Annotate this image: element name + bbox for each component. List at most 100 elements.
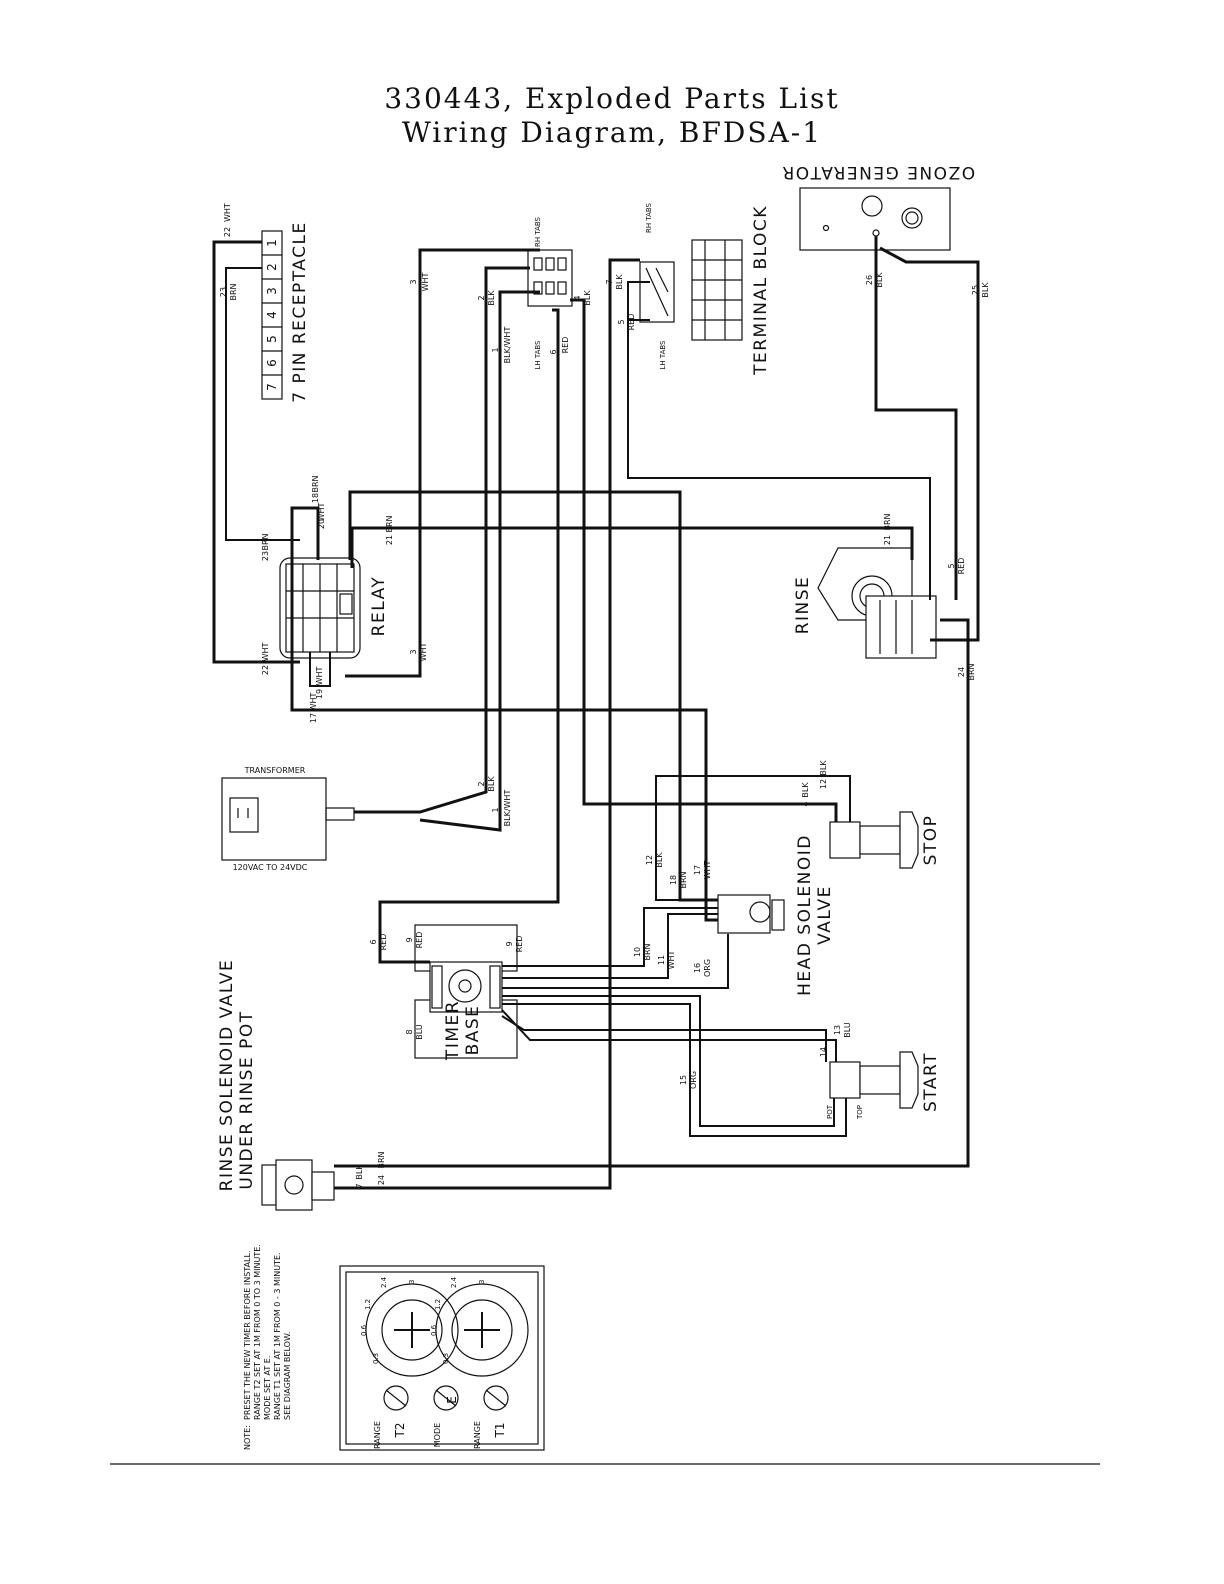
rinse-solenoid-label-1: RINSE SOLENOID VALVE xyxy=(217,959,237,1192)
wire-label-24: 24 xyxy=(957,667,966,677)
wire-color-23-relay: BRN xyxy=(261,533,270,550)
wire-label-16: 16 xyxy=(693,963,702,973)
note-heading: NOTE: xyxy=(243,1425,252,1450)
wire-color-6-timer: RED xyxy=(379,934,388,951)
wire-label-4-stop: 4 xyxy=(801,801,810,806)
note-line-3: MODE SET AT E. xyxy=(263,1356,272,1420)
wire-color-16: ORG xyxy=(703,959,712,977)
pin-3: 3 xyxy=(265,287,279,295)
mode-label: MODE xyxy=(433,1423,442,1447)
t1-tick-4: 3 xyxy=(478,1280,486,1284)
pin-6: 6 xyxy=(265,359,279,367)
rh-tabs-label-2: RH TABS xyxy=(645,202,653,233)
wire-label-2-xfmr: 2 xyxy=(477,781,486,786)
wire-color-9a: RED xyxy=(415,932,424,949)
wire-color-1-xfmr: BLK/WHT xyxy=(503,790,512,827)
wire-label-19: 19 xyxy=(315,689,324,699)
wire-label-7: 7 xyxy=(605,279,614,284)
wire-label-18-head: 18 xyxy=(669,875,678,885)
top-label: TOP xyxy=(856,1105,864,1120)
selector-knobs xyxy=(383,1385,509,1411)
rinse-label: RINSE xyxy=(793,576,813,635)
start-label: START xyxy=(921,1052,941,1112)
wire-label-1-xfmr: 1 xyxy=(491,807,500,812)
t2-tick-4: 3 xyxy=(408,1280,416,1284)
pin-5: 5 xyxy=(265,335,279,343)
dial-panel-inner xyxy=(345,1271,539,1445)
transformer-label: TRANSFORMER xyxy=(244,766,306,775)
note-line-5: SEE DIAGRAM BELOW. xyxy=(283,1332,292,1420)
transformer: TRANSFORMER 120VAC TO 24VDC xyxy=(221,766,355,872)
wire-label-23-relay: 23 xyxy=(261,551,270,561)
wire-color-23: BRN xyxy=(229,283,238,300)
t2-label: T2 xyxy=(393,1423,407,1439)
ozone-generator-label: OZONE GENERATOR xyxy=(781,162,975,182)
wire-color-5-rinse: RED xyxy=(957,558,966,575)
pot-label: POT xyxy=(826,1104,834,1119)
wire-label-18: 18 xyxy=(311,493,320,503)
wire-labels: 22 WHT 23 BRN 3 WHT 2 BLK 1 BLK/WHT 6 RE… xyxy=(219,203,990,1188)
range-t1-label: RANGE xyxy=(473,1421,482,1449)
receptacle-label: 7 PIN RECEPTACLE xyxy=(290,221,310,403)
wire-label-21: 21 xyxy=(385,535,394,545)
wire-color-9b: RED xyxy=(515,936,524,953)
timer-dial-panel: 0.3 0.6 1.2 2.4 3 0.3 0.6 1.2 2.4 3 R xyxy=(339,1265,545,1451)
wire-color-20: WHT xyxy=(317,502,326,521)
stop-label: STOP xyxy=(921,815,941,866)
t1-label: T1 xyxy=(493,1423,507,1439)
t2-tick-2: 1.2 xyxy=(364,1299,372,1310)
range-t2-label: RANGE xyxy=(373,1421,382,1449)
timer-label-1: TIMER xyxy=(443,1000,463,1061)
wire-color-7: BLK xyxy=(615,274,624,290)
note-line-2: RANGE T2 SET AT 1M FROM 0 TO 3 MINUTE. xyxy=(253,1244,262,1420)
wire-color-12: BLK xyxy=(655,852,664,868)
ozone-generator-knob xyxy=(861,195,883,217)
relay: RELAY xyxy=(279,557,389,659)
ozone-generator: OZONE GENERATOR xyxy=(781,162,975,251)
wire-color-8: BLU xyxy=(415,1024,424,1040)
note-line-4: RANGE T1 SET AT 1M FROM 0 - 3 MINUTE. xyxy=(273,1252,282,1420)
wire-label-15: 15 xyxy=(679,1075,688,1085)
wire-color-13: BLU xyxy=(843,1022,852,1038)
dial-t2: 0.3 0.6 1.2 2.4 3 xyxy=(360,1276,459,1377)
terminal-block-body xyxy=(691,239,743,341)
lh-tabs-label-2: LH TABS xyxy=(659,340,667,370)
diagram-title-line1: 330443, Exploded Parts List xyxy=(384,82,840,115)
head-solenoid-valve: HEAD SOLENOID VALVE xyxy=(717,834,835,996)
relay-tabs-top: RH TABS LH TABS xyxy=(527,216,573,370)
wire-label-17: 17 xyxy=(309,713,318,723)
t1-tick-2: 1.2 xyxy=(434,1299,442,1310)
wire-label-8: 8 xyxy=(405,1029,414,1034)
wire-label-11: 11 xyxy=(657,955,666,965)
wire-color-24: BRN xyxy=(967,663,976,680)
wire-color-21-rinse: BRN xyxy=(883,513,892,530)
stop-cap xyxy=(899,811,919,869)
wire-label-22: 22 xyxy=(223,227,232,237)
wire-color-7-rinse: BLK xyxy=(355,1164,364,1180)
wire-label-13: 13 xyxy=(833,1025,842,1035)
ozone-generator-port xyxy=(901,207,923,229)
tab-block xyxy=(527,249,573,307)
wire-label-6-timer: 6 xyxy=(369,939,378,944)
t2-tick-0: 0.3 xyxy=(372,1353,380,1364)
wire-color-15: ORG xyxy=(689,1071,698,1089)
start-button: START POT TOP xyxy=(826,1051,941,1120)
wire-label-4: 4 xyxy=(573,295,582,300)
pin-4: 4 xyxy=(265,311,279,319)
receptacle-body xyxy=(261,230,283,400)
wire-color-2: BLK xyxy=(487,290,496,306)
wire-label-20: 20 xyxy=(317,519,326,529)
terminal-block-label: TERMINAL BLOCK xyxy=(751,205,771,376)
head-solenoid-label-2: VALVE xyxy=(815,885,835,945)
wire-label-23: 23 xyxy=(219,287,228,297)
wire-color-3-relay: WHT xyxy=(419,642,428,661)
transformer-body xyxy=(221,777,327,861)
timer-note: NOTE: PRESET THE NEW TIMER BEFORE INSTAL… xyxy=(243,1244,292,1450)
wire-color-17: WHT xyxy=(309,692,318,711)
wire-label-5: 5 xyxy=(617,319,626,324)
t2-tick-1: 0.6 xyxy=(360,1324,368,1336)
wire-label-9b: 9 xyxy=(505,941,514,946)
wire-label-22-relay: 22 xyxy=(261,665,270,675)
wire-color-3: WHT xyxy=(421,272,430,291)
wire-label-1: 1 xyxy=(491,347,500,352)
